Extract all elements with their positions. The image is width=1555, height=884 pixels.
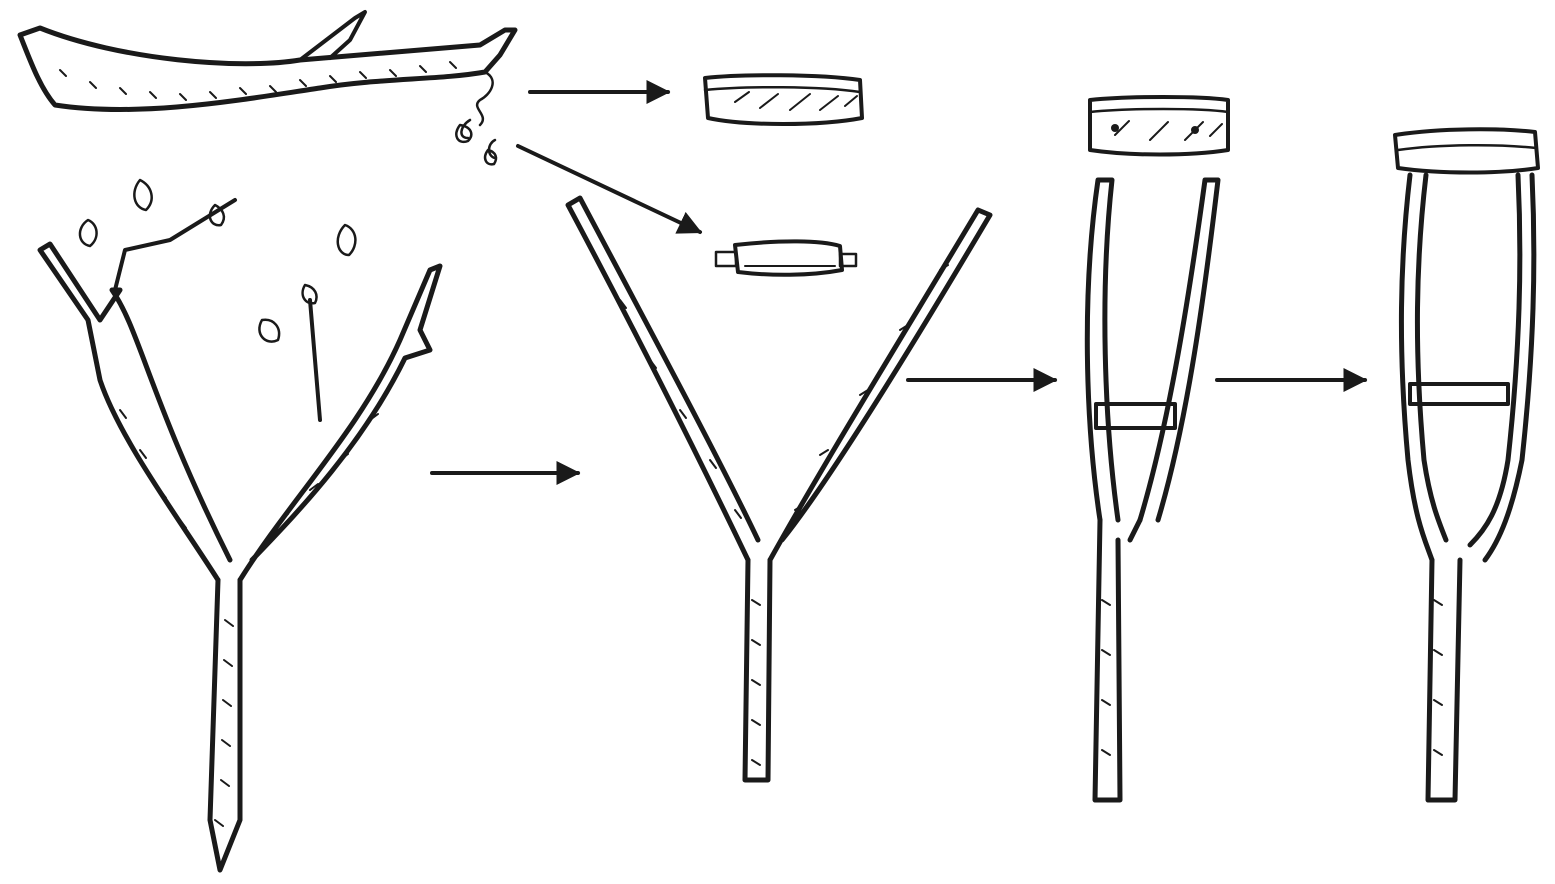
finished-crutch-icon: [1395, 129, 1538, 800]
straight-branch-icon: [20, 12, 515, 164]
armrest-pad-icon: [705, 75, 862, 124]
assembled-frame-icon: [1087, 97, 1228, 800]
hand-grip-icon: [716, 241, 856, 274]
trimmed-fork-icon: [568, 198, 990, 780]
forked-branch-icon: [40, 180, 440, 870]
arrow-branch-to-handle: [518, 146, 700, 232]
